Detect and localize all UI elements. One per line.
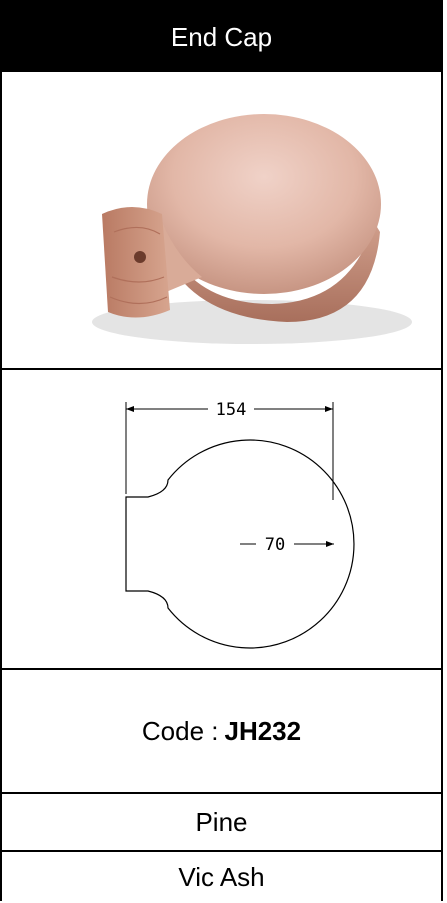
end-cap-photo-icon [92, 114, 412, 344]
wood-name: Vic Ash [178, 862, 265, 892]
wood-option-pine: Pine [2, 792, 441, 850]
profile-outline [125, 439, 355, 649]
radius-dimension-label: 70 [265, 535, 285, 555]
width-dimension-label: 154 [216, 400, 247, 420]
code-label: Code : [141, 715, 219, 746]
technical-drawing-panel: 154 70 [2, 368, 441, 668]
code-value: JH232 [224, 715, 302, 746]
end-cap-drawing-icon: 154 70 [125, 400, 355, 649]
wood-option-vic-ash: Vic Ash [2, 850, 441, 903]
product-title: End Cap [170, 21, 273, 52]
wood-name: Pine [195, 806, 248, 837]
product-photo-panel [2, 72, 441, 368]
header-bar: End Cap [2, 2, 441, 72]
product-code-row: Code : JH232 [2, 668, 441, 792]
